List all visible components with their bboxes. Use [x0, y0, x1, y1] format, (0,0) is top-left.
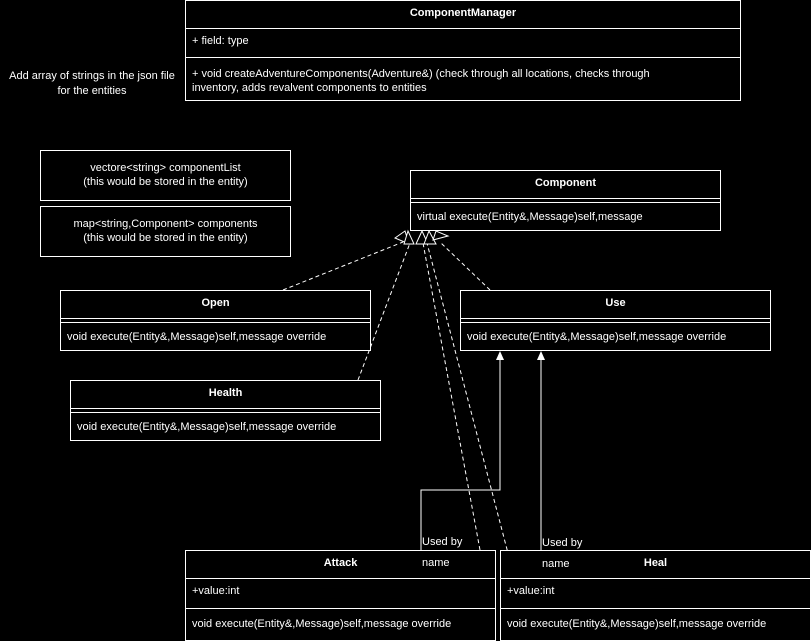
component-list-line2: (this would be stored in the entity): [83, 176, 248, 188]
components-map-line1: map<string,Component> components: [73, 218, 258, 230]
component-list-line1: vectore<string> componentList: [90, 162, 241, 174]
attack-used-by-edge: [420, 359, 501, 550]
use-title: Use: [605, 297, 626, 309]
component-manager-field: + field: type: [192, 35, 249, 47]
inheritance-arrowhead: [403, 229, 415, 245]
component-title: Component: [534, 177, 597, 189]
heal-title: Heal: [643, 557, 668, 569]
component-manager-title: ComponentManager: [409, 7, 517, 19]
component-list-note[interactable]: vectore<string> componentList (this woul…: [40, 150, 291, 201]
attack-class[interactable]: Attack +value:int void execute(Entity&,M…: [185, 550, 496, 641]
association-arrowhead: [496, 351, 504, 360]
use-inherits-edge: [440, 242, 491, 291]
attack-used-by-label: Used by: [422, 536, 463, 548]
json-note-line2: for the entities: [57, 85, 127, 97]
component-method: virtual execute(Entity&,Message)self,mes…: [417, 211, 643, 223]
json-note: Add array of strings in the json file fo…: [0, 69, 184, 99]
attack-inherits-edge: [422, 242, 481, 551]
attack-method: void execute(Entity&,Message)self,messag…: [192, 618, 452, 630]
component-manager-method-line2: inventory, adds revalvent components to …: [192, 82, 427, 94]
health-method: void execute(Entity&,Message)self,messag…: [77, 421, 337, 433]
heal-used-by-label: Used by: [542, 537, 583, 549]
inheritance-arrowhead: [423, 229, 437, 245]
components-map-note[interactable]: map<string,Component> components (this w…: [40, 206, 291, 257]
json-note-line1: Add array of strings in the json file: [9, 70, 175, 82]
open-class[interactable]: Open void execute(Entity&,Message)self,m…: [60, 290, 371, 351]
attack-title: Attack: [323, 557, 358, 569]
health-inherits-edge: [357, 242, 411, 381]
heal-name-label: name: [542, 558, 570, 570]
heal-field: +value:int: [507, 585, 555, 597]
inheritance-arrowhead: [432, 230, 450, 241]
heal-inherits-edge: [426, 242, 510, 558]
heal-class[interactable]: Heal +value:int void execute(Entity&,Mes…: [500, 550, 811, 641]
health-class[interactable]: Health void execute(Entity&,Message)self…: [70, 380, 381, 441]
component-class[interactable]: Component virtual execute(Entity&,Messag…: [410, 170, 721, 231]
component-manager-method-line1: + void createAdventureComponents(Adventu…: [192, 68, 650, 80]
component-manager-class[interactable]: ComponentManager + field: type + void cr…: [185, 0, 741, 101]
open-method: void execute(Entity&,Message)self,messag…: [67, 331, 327, 343]
attack-field: +value:int: [192, 585, 240, 597]
use-method: void execute(Entity&,Message)self,messag…: [467, 331, 727, 343]
heal-method: void execute(Entity&,Message)self,messag…: [507, 618, 767, 630]
components-map-line2: (this would be stored in the entity): [83, 232, 248, 244]
use-class[interactable]: Use void execute(Entity&,Message)self,me…: [460, 290, 771, 351]
open-inherits-edge: [282, 241, 404, 291]
attack-name-label: name: [422, 557, 450, 569]
health-title: Health: [208, 387, 243, 399]
open-title: Open: [201, 297, 230, 309]
association-arrowhead: [537, 351, 545, 360]
